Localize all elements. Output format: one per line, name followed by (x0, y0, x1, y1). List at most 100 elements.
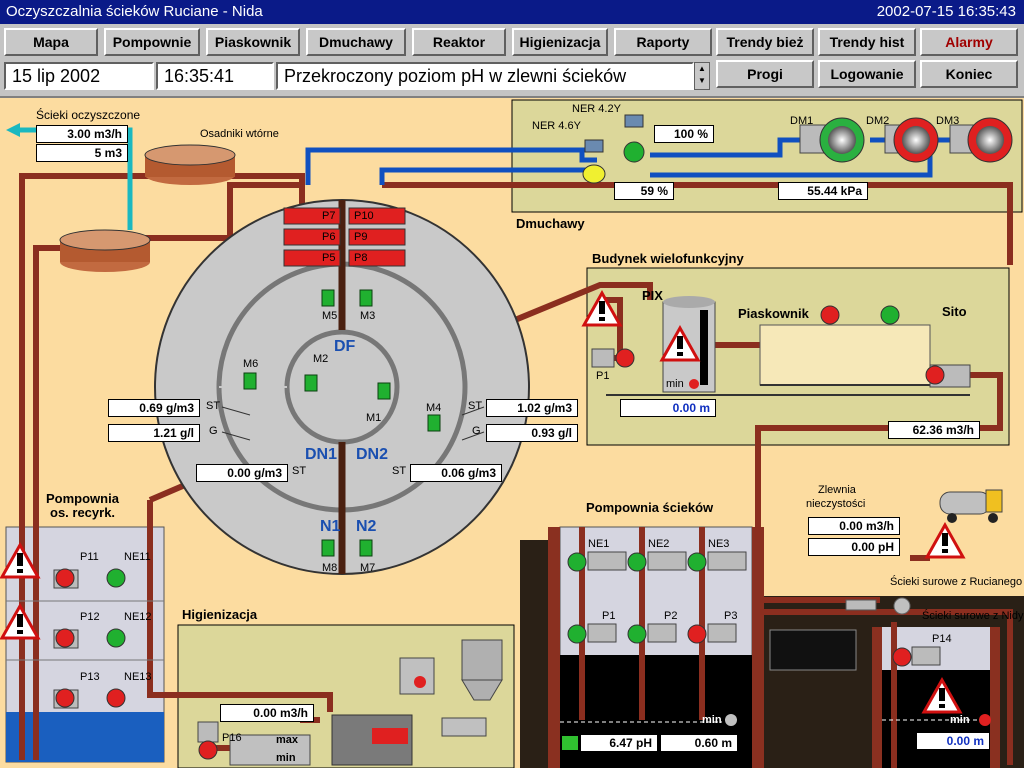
secondary-clarifier-label: Osadniki wtórne (200, 128, 279, 140)
valve-ne3-label: NE3 (708, 538, 730, 550)
nav-button-raporty[interactable]: Raporty (614, 28, 712, 56)
pumping-level-value: 0.60 m (660, 734, 738, 752)
right-st-label: ST (468, 400, 483, 412)
zone-dn1-label: DN1 (305, 446, 338, 463)
blower-dm2-label: DM2 (866, 115, 890, 127)
pump-p1-label: P1 (602, 610, 616, 622)
warning-icon (581, 289, 623, 327)
mixer-m3-label: M3 (360, 310, 376, 322)
warning-icon (921, 676, 963, 714)
warning-icon (0, 602, 41, 640)
air-valve-ner42-label: NER 4.2Y (572, 103, 621, 115)
raw-pump-p14 (892, 646, 941, 667)
blower-dm2 (884, 117, 939, 163)
pix-label: PIX (642, 288, 663, 303)
pump-p14-label: P14 (932, 633, 952, 645)
pumping-well-indicator (562, 736, 578, 750)
blower-dm1 (799, 117, 865, 163)
process-diagram (0, 99, 1024, 768)
blower-dm3-label: DM3 (936, 115, 960, 127)
nav-button-koniec[interactable]: Koniec (920, 60, 1018, 88)
right-g-value: 0.93 g/l (486, 424, 578, 442)
air-valve-ner46-label: NER 4.6Y (532, 120, 581, 132)
pump-p9-label: P9 (354, 231, 368, 243)
air-valve-ner46-position: 59 % (614, 182, 674, 200)
mixer-m7-label: M7 (360, 562, 376, 574)
zone-df-label: DF (334, 338, 356, 355)
dump-label-1: Zlewnia (818, 484, 856, 496)
brick-wall (548, 527, 560, 768)
dn2-st-label: ST (392, 465, 407, 477)
zone-dn2-label: DN2 (356, 446, 389, 463)
outlet-flow-value: 3.00 m3/h (36, 125, 128, 143)
right-g-label: G (472, 425, 481, 437)
secondary-clarifier-2 (59, 229, 151, 272)
air-valve-ner42 (623, 114, 645, 163)
tank-max-label: max (276, 734, 299, 746)
mixers (243, 289, 441, 557)
pix-level-value: 0.00 m (620, 399, 716, 417)
valve-ne11-label: NE11 (124, 551, 151, 563)
nav-button-trendy-hist[interactable]: Trendy hist (818, 28, 916, 56)
inflow-meter (893, 597, 911, 615)
nav-button-alarmy[interactable]: Alarmy (920, 28, 1018, 56)
blower-dm1-label: DM1 (790, 115, 814, 127)
alarm-time: 16:35:41 (156, 62, 274, 90)
mixer-m2-label: M2 (313, 353, 329, 365)
pump-p8-label: P8 (354, 252, 368, 264)
nav-button-pompownie[interactable]: Pompownie (104, 28, 200, 56)
nav-button-dmuchawy[interactable]: Dmuchawy (306, 28, 406, 56)
pump-p2-label: P2 (664, 610, 678, 622)
multibuilding-zone-label: Budynek wielofunkcyjny (592, 251, 744, 266)
air-pipes (305, 137, 950, 185)
pump-p11-label: P11 (80, 551, 99, 563)
pump-p16-label: P16 (222, 732, 242, 744)
dn1-st-label: ST (292, 465, 307, 477)
pump-p3-label: P3 (724, 610, 738, 622)
hygiene-zone-label: Higienizacja (182, 607, 258, 622)
mixer-m6-label: M6 (243, 358, 259, 370)
nav-button-progi[interactable]: Progi (716, 60, 814, 88)
pix-min-label: min (666, 378, 684, 390)
hygiene-flow-value: 0.00 m3/h (220, 704, 314, 722)
warning-icon (659, 324, 701, 362)
pumping-zone-label: Pompownia ścieków (586, 500, 714, 515)
dump-flow-value: 0.00 m3/h (808, 517, 900, 535)
warning-icon (0, 541, 41, 579)
nav-button-piaskownik[interactable]: Piaskownik (206, 28, 300, 56)
nav-button-logowanie[interactable]: Logowanie (818, 60, 916, 88)
secondary-clarifier-1 (144, 144, 236, 185)
nav-button-reaktor[interactable]: Reaktor (412, 28, 506, 56)
air-valve-ner46 (582, 139, 606, 184)
air-valve-ner42-position: 100 % (654, 125, 714, 143)
title-bar: Oczyszczalnia ścieków Ruciane - Nida 200… (0, 0, 1024, 24)
mixer-m1-label: M1 (366, 412, 382, 424)
nav-button-higienizacja[interactable]: Higienizacja (512, 28, 608, 56)
bioreactor (154, 199, 530, 575)
mixer-m5-label: M5 (322, 310, 338, 322)
dump-ph-value: 0.00 pH (808, 538, 900, 556)
outlet-arrow-icon (6, 123, 20, 137)
grit-chamber (759, 305, 971, 388)
nav-button-mapa[interactable]: Mapa (4, 28, 98, 56)
nav-button-trendy-biez[interactable]: Trendy bież (716, 28, 814, 56)
sludge-truck-icon (939, 489, 1003, 523)
pix-pump (591, 348, 635, 368)
pix-pump-label: P1 (596, 370, 610, 382)
valve-ne12-label: NE12 (124, 611, 152, 623)
alarm-message: Przekroczony poziom pH w zlewni ścieków (276, 62, 694, 90)
brick-wall (872, 627, 882, 768)
pump-p5-label: P5 (322, 252, 336, 264)
sensor-leaders (221, 406, 485, 441)
alarm-scroll-spinner[interactable]: ▲▼ (694, 62, 710, 90)
left-st-value: 0.69 g/m3 (108, 399, 200, 417)
process-synoptic: Ścieki oczyszczone 3.00 m3/h 5 m3 Osadni… (0, 98, 1024, 768)
left-g-value: 1.21 g/l (108, 424, 200, 442)
mixer-m8-label: M8 (322, 562, 338, 574)
tank-min-label: min (276, 752, 296, 764)
pump-p10-label: P10 (354, 210, 374, 222)
blower-dm3 (949, 117, 1013, 163)
raw-inflow-well (882, 670, 990, 768)
brick-wall (752, 527, 764, 768)
grit-chamber-label: Piaskownik (738, 306, 809, 321)
